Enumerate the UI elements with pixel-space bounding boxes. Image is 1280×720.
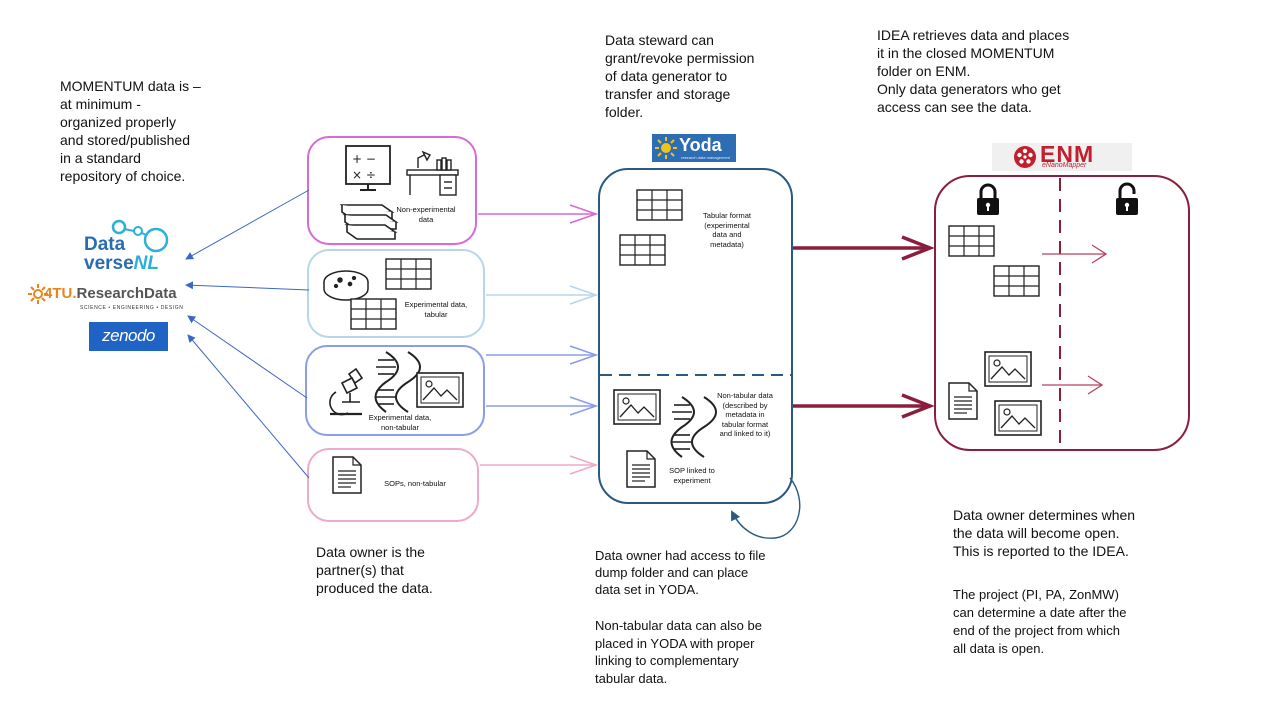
- image-icon: [984, 351, 1032, 387]
- table-icon: [636, 189, 683, 221]
- data-owner-access-note: Data owner had access to file dump folde…: [595, 548, 766, 597]
- data-owner-partner-note: Data owner is the partner(s) that produc…: [316, 544, 433, 596]
- non-experimental-label: Non-experimental data: [396, 205, 456, 224]
- image-icon: [613, 389, 661, 425]
- dataverse-nl: NL: [133, 253, 159, 274]
- enm-logo: ENM eNanoMapper: [992, 141, 1132, 171]
- yoda-box: [598, 168, 793, 504]
- left-note: MOMENTUM data is – at minimum - organize…: [60, 78, 201, 184]
- idea-note: IDEA retrieves data and places it in the…: [877, 27, 1070, 115]
- project-date-note: The project (PI, PA, ZonMW) can determin…: [953, 587, 1127, 656]
- experimental-tabular-label: Experimental data, tabular: [404, 300, 468, 319]
- books-icon: [339, 204, 399, 240]
- fourtu-tagline: SCIENCE • ENGINEERING • DESIGN: [80, 305, 184, 311]
- lock-open-icon: [1114, 182, 1140, 217]
- fourtu-name: ResearchData: [76, 285, 177, 302]
- source-to-yoda-arrows: [478, 204, 599, 475]
- dataverse-nl-logo: Data verseNL: [82, 218, 182, 280]
- desk-icon: [406, 150, 459, 196]
- fourtu-researchdata-logo: 4TU.ResearchData SCIENCE • ENGINEERING •…: [28, 282, 184, 316]
- fourtu-wordmark: 4TU.ResearchData: [44, 285, 177, 303]
- microscope-icon: [329, 367, 364, 416]
- dataverse-line2-wrap: verseNL: [84, 254, 159, 274]
- enm-tagline: eNanoMapper: [1042, 162, 1087, 169]
- table-icon: [993, 265, 1040, 297]
- sun-icon: [28, 284, 48, 304]
- nano-ball-icon: [1014, 146, 1036, 168]
- table-icon: [619, 234, 666, 266]
- yoda-tagline: research data management: [681, 155, 730, 160]
- table-icon: [948, 225, 995, 257]
- yoda-sun-icon: [655, 137, 677, 159]
- yoda-non-tabular-label: Non-tabular data (described by metadata …: [717, 391, 773, 438]
- dataverse-line1: Data: [84, 234, 126, 255]
- zenodo-wordmark: zenodo: [102, 326, 155, 345]
- repository-arrows: [185, 189, 310, 479]
- yoda-wordmark: Yoda: [679, 135, 722, 155]
- image-icon: [994, 400, 1042, 436]
- svg-text:+ −: + −: [352, 152, 376, 166]
- dataverse-line2: verse: [84, 253, 134, 274]
- enm-open-arrows: [1042, 244, 1108, 395]
- document-icon: [332, 456, 362, 494]
- data-owner-open-note: Data owner determines when the data will…: [953, 507, 1136, 559]
- dna-icon: [670, 396, 717, 458]
- document-icon: [948, 382, 978, 420]
- dna-icon: [374, 351, 421, 413]
- non-tabular-yoda-note: Non-tabular data can also be placed in Y…: [595, 618, 762, 686]
- enm-wordmark: ENM: [1040, 141, 1095, 167]
- calculator-monitor-icon: + − × ÷: [345, 145, 391, 191]
- svg-text:× ÷: × ÷: [352, 168, 376, 182]
- yoda-sop-label: SOP linked to experiment: [669, 466, 715, 485]
- lock-closed-icon: [975, 183, 1001, 217]
- table-icon: [350, 298, 397, 330]
- yoda-logo: Yoda research data management: [652, 134, 736, 162]
- yoda-tabular-label: Tabular format (experimental data and me…: [703, 211, 751, 249]
- table-icon: [385, 258, 432, 290]
- petri-dish-icon: [323, 270, 369, 301]
- fourtu-prefix: 4TU.: [44, 285, 77, 302]
- image-icon: [416, 372, 464, 408]
- data-steward-note: Data steward can grant/revoke permission…: [605, 32, 755, 120]
- dataverse-molecule-icon: [111, 219, 169, 253]
- yoda-loop-arrow: [731, 477, 801, 539]
- yoda-to-enm-arrows: [793, 235, 935, 419]
- document-icon: [626, 450, 656, 488]
- experimental-non-tabular-label: Experimental data, non-tabular: [368, 413, 432, 432]
- sops-label: SOPs, non-tabular: [384, 479, 446, 488]
- enm-box: [934, 175, 1190, 451]
- zenodo-logo: zenodo: [89, 322, 168, 351]
